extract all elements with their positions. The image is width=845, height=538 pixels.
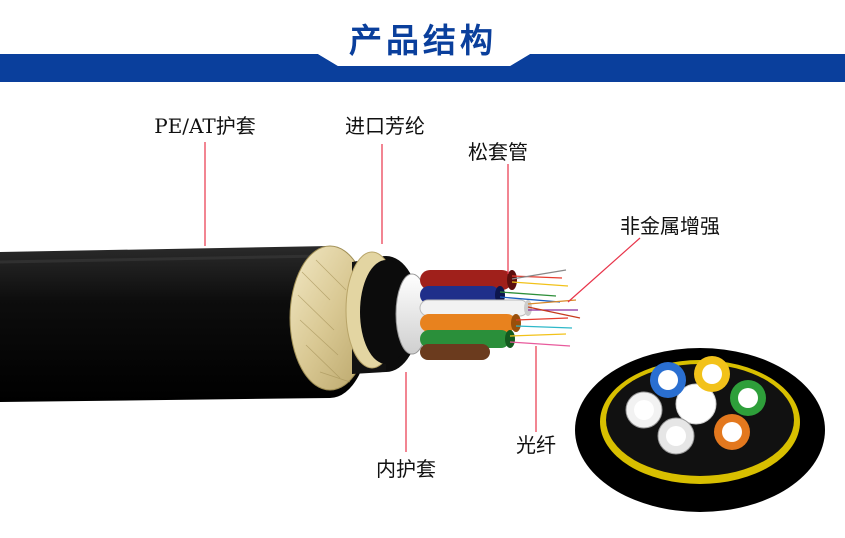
label-outer-sheath: PE/AT护套 <box>154 114 255 138</box>
label-loose-tube: 松套管 <box>468 140 528 164</box>
outer-sheath <box>0 246 371 402</box>
cable-illustration <box>0 245 581 402</box>
loose-tubes <box>419 270 532 360</box>
label-aramid: 进口芳纶 <box>345 114 425 138</box>
label-inner-sheath: 内护套 <box>376 457 436 481</box>
label-strength-member: 非金属增强 <box>620 214 720 238</box>
optical-fibers <box>499 269 581 347</box>
page-title: 产品结构 <box>349 21 497 60</box>
label-fiber: 光纤 <box>516 433 556 457</box>
header-band <box>0 54 845 82</box>
cross-section <box>575 348 825 512</box>
leader-lines <box>204 142 641 452</box>
